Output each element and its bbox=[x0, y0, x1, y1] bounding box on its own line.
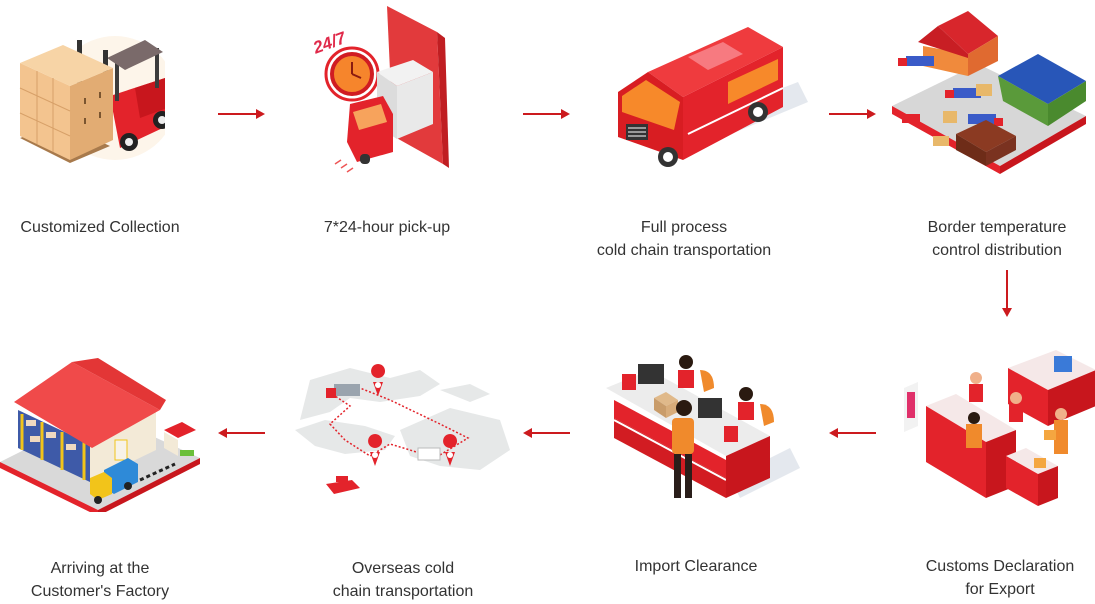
factory-warehouse-icon bbox=[0, 352, 205, 512]
step-label: Import Clearance bbox=[635, 555, 758, 578]
step-label-line: for Export bbox=[965, 581, 1035, 598]
step-label-line: Customer's Factory bbox=[30, 583, 170, 600]
warehouse-yard-icon bbox=[888, 6, 1088, 178]
world-route-map-icon bbox=[290, 360, 510, 500]
service-desk-icon bbox=[600, 348, 800, 508]
customs-counter-icon bbox=[896, 348, 1095, 508]
step-label-line: 7*24-hour pick-up bbox=[323, 219, 451, 236]
step-label: Customs Declaration for Export bbox=[926, 555, 1075, 601]
step-label: Full process cold chain transportation bbox=[597, 216, 771, 262]
step-label-line: Import Clearance bbox=[634, 558, 758, 575]
step-label: Overseas cold chain transportation bbox=[333, 557, 474, 603]
flow-arrow-left bbox=[218, 427, 266, 439]
step-label: Border temperature control distribution bbox=[928, 216, 1067, 262]
flow-arrow-left bbox=[829, 427, 877, 439]
flow-arrow-right bbox=[523, 108, 571, 120]
flow-arrow-right bbox=[829, 108, 877, 120]
step-label-line: Overseas cold bbox=[351, 560, 455, 577]
step-label-line: cold chain transportation bbox=[596, 242, 772, 259]
flow-arrow-right bbox=[218, 108, 266, 120]
step-label-line: control distribution bbox=[932, 242, 1062, 259]
step-label-line: chain transportation bbox=[332, 583, 474, 600]
flow-arrow-down bbox=[1001, 270, 1013, 318]
step-label-line: Customs Declaration bbox=[925, 558, 1075, 575]
24-7-truck-pickup-icon: 24/7 bbox=[305, 4, 455, 176]
svg-text:24/7: 24/7 bbox=[310, 28, 350, 58]
step-label: Customized Collection bbox=[20, 216, 179, 239]
delivery-van-icon bbox=[608, 12, 808, 172]
step-label: 7*24-hour pick-up bbox=[324, 216, 450, 239]
flow-arrow-left bbox=[523, 427, 571, 439]
step-label-line: Arriving at the bbox=[50, 560, 150, 577]
forklift-pallet-icon bbox=[15, 18, 165, 168]
step-label-line: Customized Collection bbox=[20, 219, 180, 236]
step-label-line: Full process bbox=[640, 219, 728, 236]
step-label: Arriving at the Customer's Factory bbox=[31, 557, 169, 603]
step-label-line: Border temperature bbox=[927, 219, 1067, 236]
